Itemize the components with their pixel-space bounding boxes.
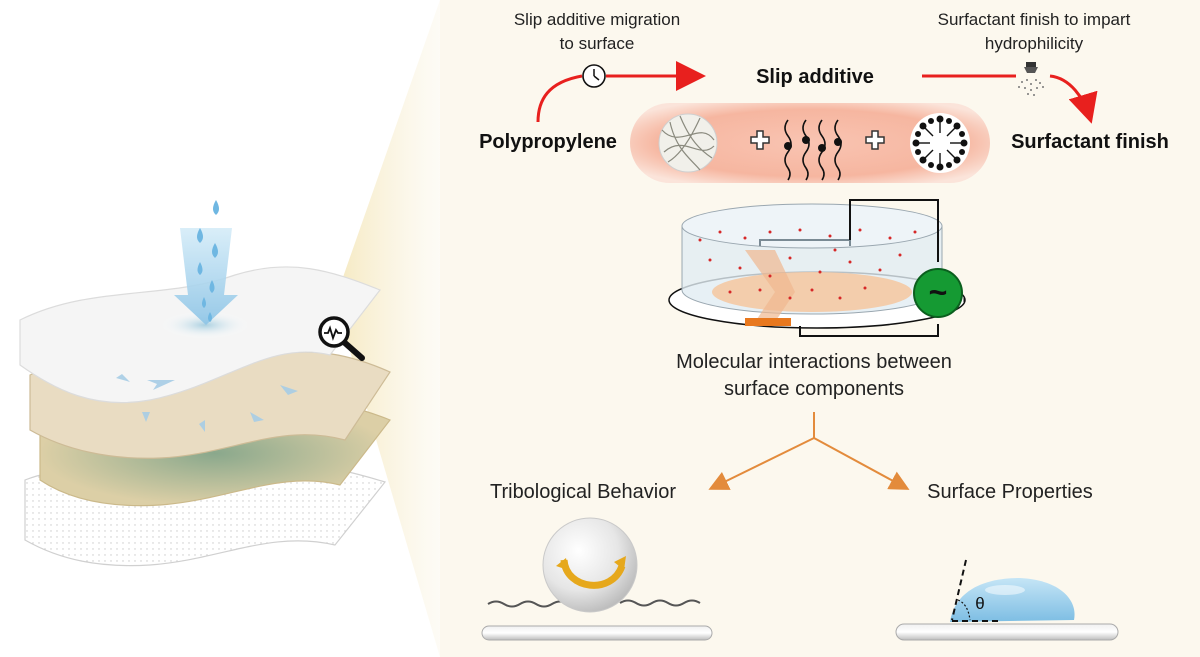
tribology-sphere-illustration (481, 517, 713, 641)
branch-arrows (708, 412, 910, 490)
migration-arrow (536, 61, 706, 123)
slip-additive-label: Slip additive (756, 66, 874, 88)
clock-icon (582, 64, 606, 88)
surfactant-finish-label: Surfactant finish (1011, 131, 1169, 153)
molecular-label-line1: Molecular interactions between (676, 351, 952, 373)
fiber-mesh-icon (658, 113, 718, 173)
droplets (197, 200, 219, 322)
sprayer-icon (1018, 62, 1044, 96)
finish-label-line1: Surfactant finish to impart (937, 10, 1131, 29)
migration-label-line2: to surface (559, 34, 635, 53)
theta-label: θ (975, 594, 985, 613)
spread-arrows (116, 374, 298, 432)
surfactant-micelle-icon (910, 113, 970, 173)
polypropylene-label: Polypropylene (479, 131, 617, 153)
magnifier-icon (318, 316, 365, 361)
migration-label-line1: Slip additive migration (513, 10, 681, 29)
surface-properties-label: Surface Properties (927, 481, 1093, 503)
slip-molecule-icon (784, 119, 842, 181)
tribological-label: Tribological Behavior (489, 481, 676, 503)
ac-source-icon (913, 268, 963, 318)
plus-icon (865, 130, 885, 150)
plus-icon (750, 130, 770, 150)
nonwoven-layer-stack (19, 200, 391, 567)
tribometer-schematic (668, 199, 966, 337)
contact-angle-illustration (895, 559, 1119, 641)
finish-label-line2: hydrophilicity (984, 34, 1084, 53)
liquid-inflow-arrow (174, 228, 238, 325)
formulation-pill (630, 103, 990, 183)
molecular-label-line2: surface components (723, 378, 905, 400)
finish-arrow (922, 74, 1098, 124)
electrode-wire (799, 199, 939, 337)
zoom-panel (335, 0, 1200, 657)
ac-symbol: ~ (928, 274, 948, 310)
